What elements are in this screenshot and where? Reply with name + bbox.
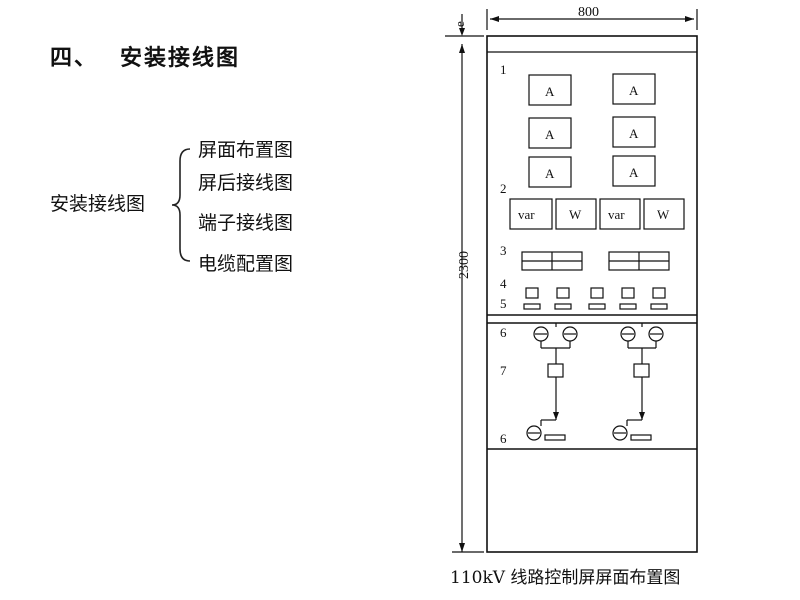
row-number-7: 7 — [500, 363, 507, 378]
top-dimension: e — [452, 21, 467, 27]
section-heading: 四、安装接线图 — [50, 40, 240, 72]
curly-brace — [171, 148, 191, 262]
ammeter-label: A — [629, 83, 639, 98]
row-number-2: 2 — [500, 181, 507, 196]
drawing-caption: 110kV 线路控制屏屏面布置图 — [450, 568, 681, 588]
ammeter-label: A — [545, 84, 555, 99]
ammeter-label: A — [629, 165, 639, 180]
varmeter-label: var — [608, 207, 625, 222]
ammeter-label: A — [545, 127, 555, 142]
row-number-5: 5 — [500, 296, 507, 311]
tree-item-rear-wiring: 屏后接线图 — [198, 172, 294, 194]
section-title: 安装接线图 — [120, 45, 241, 71]
tree-item-terminal: 端子接线图 — [198, 212, 294, 234]
wattmeter-label: W — [657, 207, 670, 222]
ammeter-label: A — [629, 126, 639, 141]
wattmeter-label: W — [569, 207, 582, 222]
varmeter-label: var — [518, 207, 535, 222]
row-number-1: 1 — [500, 62, 507, 77]
tree-item-layout: 屏面布置图 — [198, 139, 294, 161]
height-dimension: 2300 — [457, 251, 472, 279]
width-dimension: 800 — [578, 5, 599, 20]
ammeter-label: A — [545, 166, 555, 181]
tree-item-cable: 电缆配置图 — [198, 253, 294, 275]
row-number-6: 6 — [500, 325, 507, 340]
section-number: 四、 — [50, 45, 99, 71]
row-number-3: 3 — [500, 243, 507, 258]
row-number-6b: 6 — [500, 431, 507, 446]
row-number-4: 4 — [500, 276, 507, 291]
tree-root-label: 安装接线图 — [50, 193, 146, 215]
